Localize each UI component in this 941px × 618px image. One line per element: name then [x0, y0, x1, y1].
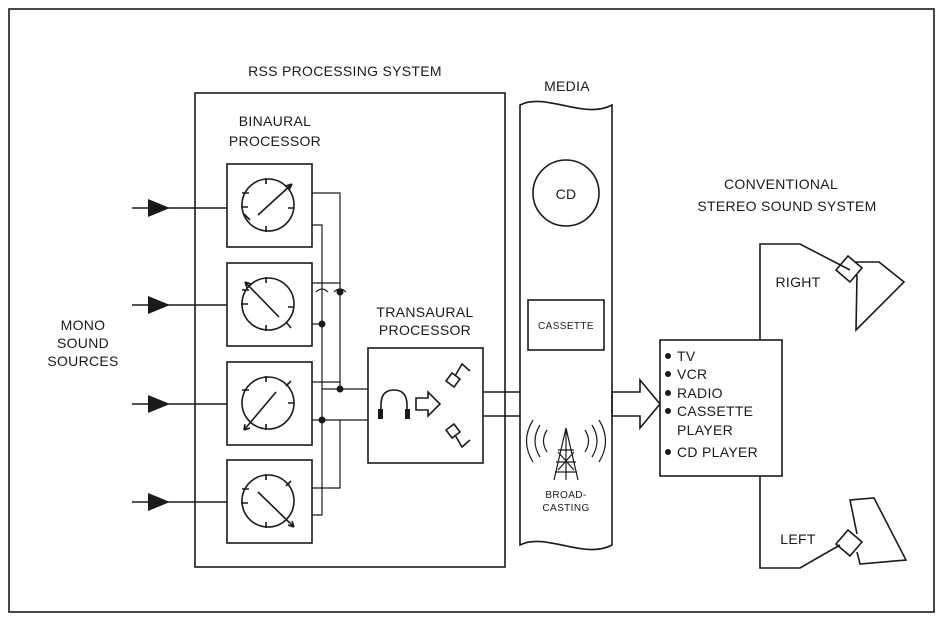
media-to-stereo-arrow	[612, 380, 660, 428]
media-title: MEDIA	[544, 78, 590, 94]
device-cassette-line2: PLAYER	[677, 422, 733, 438]
transaural-label-line1: TRANSAURAL	[376, 304, 473, 320]
device-cassette-line1: CASSETTE	[677, 403, 753, 419]
right-speaker-icon	[836, 256, 904, 330]
mono-sources-line2: SOUND	[57, 335, 109, 351]
right-speaker-label: RIGHT	[775, 274, 820, 290]
device-cd-player: CD PLAYER	[677, 444, 758, 460]
binaural-processor-2	[227, 263, 312, 346]
left-speaker-label: LEFT	[780, 531, 816, 547]
right-channel-wire	[760, 244, 850, 340]
broadcasting-label-line1: BROAD-	[545, 490, 586, 501]
cd-label: CD	[556, 186, 577, 202]
binaural-processor-1	[227, 164, 312, 247]
left-speaker-icon	[836, 498, 906, 564]
binaural-label-line1: BINAURAL	[239, 113, 311, 129]
left-channel-wire	[760, 476, 840, 568]
broadcasting-label-line2: CASTING	[542, 503, 589, 514]
device-vcr: VCR	[677, 366, 707, 382]
device-radio: RADIO	[677, 385, 723, 401]
rss-system-title: RSS PROCESSING SYSTEM	[248, 63, 442, 79]
binaural-processor-3	[227, 362, 312, 445]
cassette-box: CASSETTE	[528, 300, 604, 350]
transaural-label-line2: PROCESSOR	[379, 322, 471, 338]
mono-sources-line1: MONO	[61, 317, 106, 333]
mono-sources-line3: SOURCES	[47, 353, 118, 369]
cassette-label: CASSETTE	[538, 321, 594, 332]
binaural-label-line2: PROCESSOR	[229, 133, 321, 149]
transaural-processor-box	[368, 348, 483, 463]
stereo-system-title-line2: STEREO SOUND SYSTEM	[697, 198, 876, 214]
binaural-processor-4	[227, 460, 312, 543]
stereo-system-title-line1: CONVENTIONAL	[724, 176, 838, 192]
device-tv: TV	[677, 348, 696, 364]
